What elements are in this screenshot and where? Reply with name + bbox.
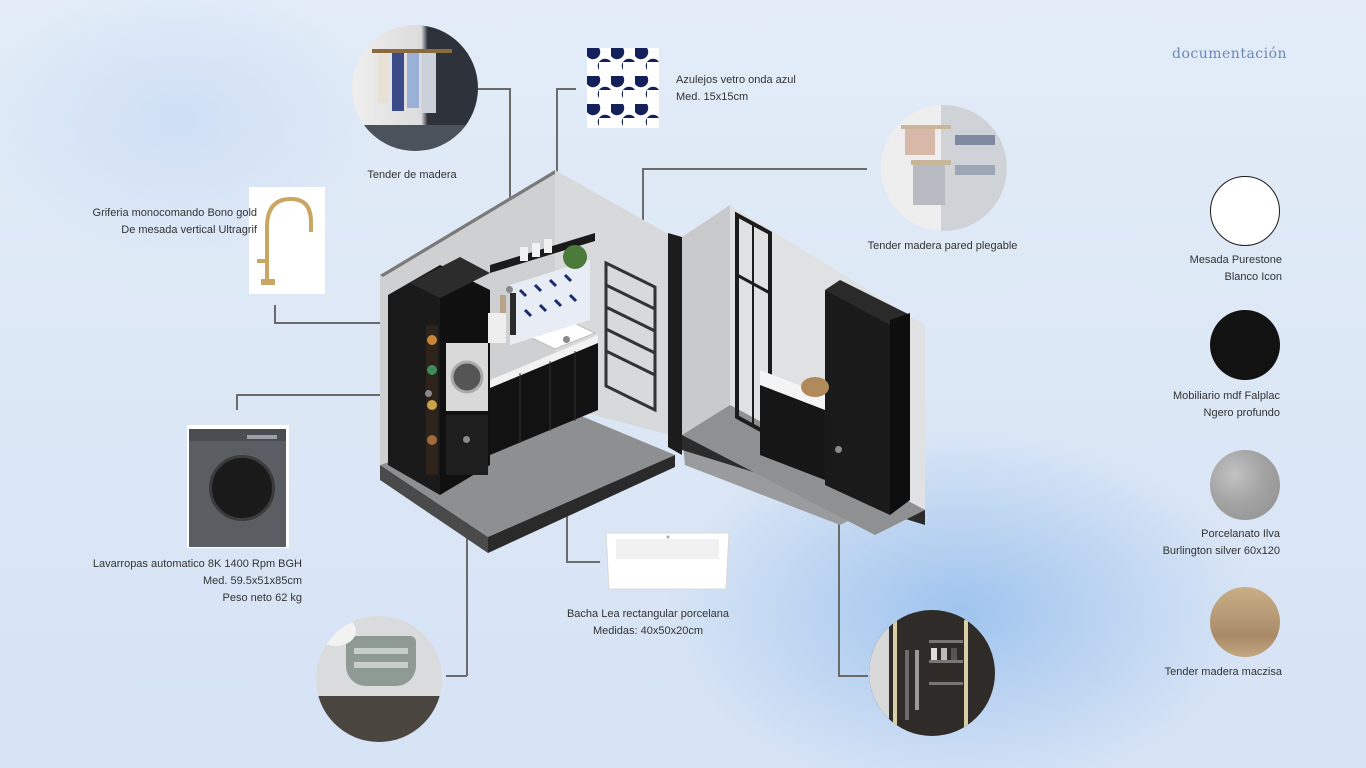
washing-machine-photo [187, 425, 289, 548]
material-caption: Mobiliario mdf Falplac Ngero profundo [1173, 390, 1280, 419]
material-caption: Tender madera maczisa [1164, 666, 1282, 678]
faucet-photo [249, 187, 325, 294]
leader-line [236, 394, 238, 410]
swatch-mesada [1210, 176, 1280, 246]
azulejos-caption: Azulejos vetro onda azul Med. 15x15cm [676, 74, 796, 103]
leader-line [446, 675, 467, 677]
callout-dot [463, 436, 470, 443]
swatch-porcelanato [1210, 450, 1280, 520]
basket [801, 377, 829, 397]
tender-plegable-caption: Tender madera pared plegable [867, 240, 1018, 252]
leader-line [274, 305, 276, 323]
leader-line [642, 168, 867, 170]
callout-dot [835, 446, 842, 453]
leader-line [556, 88, 576, 90]
leader-line [236, 394, 428, 396]
material-caption: Porcelanato Ilva Burlington silver 60x12… [1162, 528, 1280, 557]
lavarropas-caption: Lavarropas automatico 8K 1400 Rpm BGH Me… [92, 558, 302, 604]
bacha-caption: Bacha Lea rectangular porcelana Medidas:… [566, 608, 730, 637]
tall-cabinet-right [825, 290, 890, 515]
material-caption: Mesada Purestone Blanco Icon [1189, 254, 1282, 283]
tile-sample [587, 48, 659, 128]
laundry-basket-photo [316, 616, 442, 742]
counter-right [760, 370, 825, 410]
bacha-photo [602, 529, 733, 593]
wall-right-room [682, 205, 730, 435]
laundry-room-isometric [380, 170, 925, 553]
tender-madera-caption: Tender de madera [367, 169, 457, 181]
floor [380, 405, 675, 537]
swatch-mobiliario [1210, 310, 1280, 380]
swatch-tender-maczisa [1210, 587, 1280, 657]
page-title: documentación [1172, 46, 1288, 62]
leader-line [838, 450, 840, 676]
griferia-caption: Griferia monocomando Bono gold De mesada… [92, 207, 257, 236]
leader-line [466, 440, 468, 676]
callout-dot [425, 390, 432, 397]
base-cabinets [490, 340, 598, 455]
towel-rack [604, 260, 657, 413]
leader-line [838, 675, 868, 677]
leader-line [478, 88, 510, 90]
leader-line [566, 561, 600, 563]
callout-dot [506, 286, 513, 293]
callout-dot [563, 336, 570, 343]
tender-madera-photo [352, 25, 478, 151]
leader-line [509, 88, 511, 298]
cabinet-interior-photo [869, 610, 995, 736]
tender-plegable-photo [881, 105, 1007, 231]
